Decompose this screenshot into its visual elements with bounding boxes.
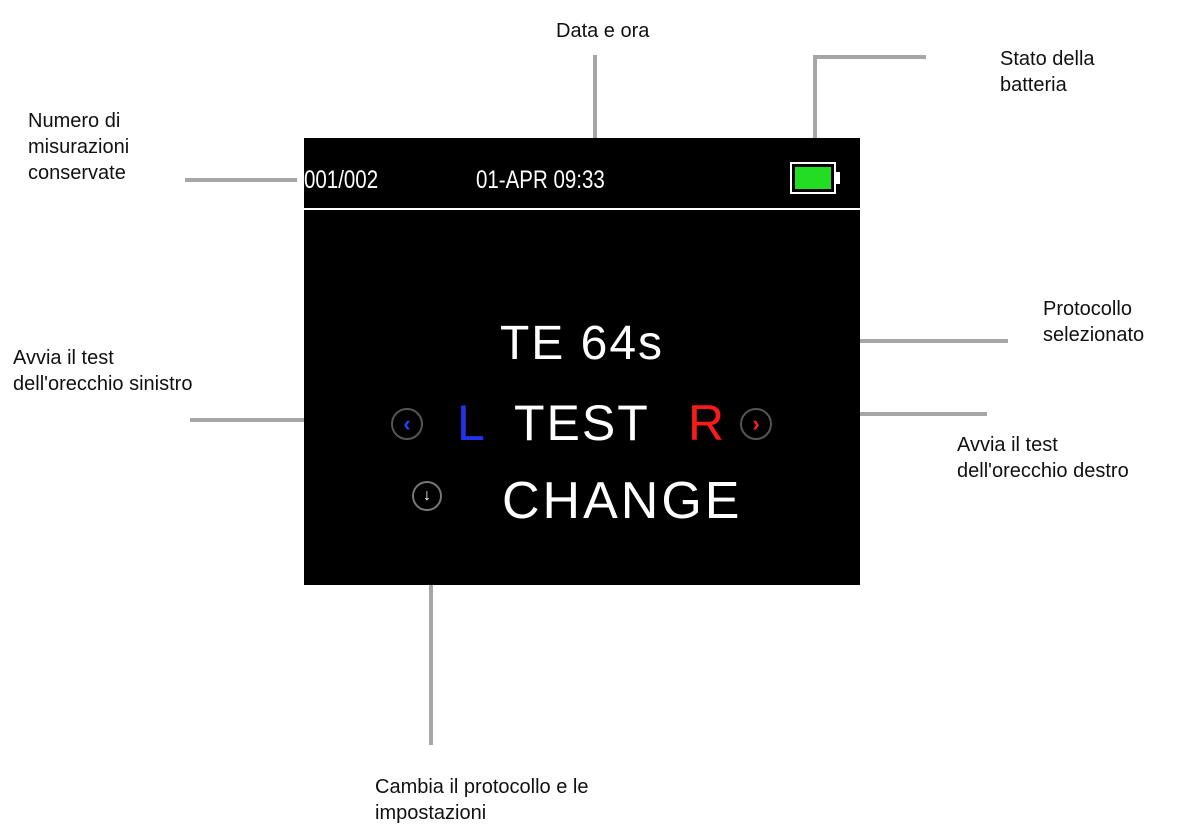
test-label: TEST: [514, 395, 650, 451]
date-time-display: 01-APR 09:33: [476, 166, 605, 194]
callout-change-line-2: impostazioni: [375, 802, 487, 824]
chevron-right-icon[interactable]: ›: [740, 408, 772, 440]
chevron-left-icon[interactable]: ‹: [391, 408, 423, 440]
callout-right-test: Avvia il test dell'orecchio destro: [957, 432, 1129, 484]
chevron-down-icon[interactable]: ↓: [412, 481, 442, 511]
battery-icon: [790, 162, 836, 194]
callout-line-battery-h: [813, 55, 926, 59]
callout-date-time: Data e ora: [556, 20, 650, 42]
change-row: ↓ CHANGE: [304, 471, 860, 531]
callout-battery: Stato della batteria: [1000, 46, 1095, 98]
callout-protocol-line-1: Protocollo: [1043, 298, 1132, 320]
callout-line-protocol: [720, 339, 1008, 343]
callout-protocol-line-2: selezionato: [1043, 324, 1145, 346]
callout-line-right-test: [812, 412, 987, 416]
battery-fill: [795, 167, 831, 189]
callout-left-test: Avvia il test dell'orecchio sinistro: [13, 345, 192, 397]
left-ear-label[interactable]: L: [457, 395, 485, 451]
callout-line-battery-v: [813, 55, 817, 147]
callout-change: Cambia il protocollo e le impostazioni: [375, 774, 588, 826]
callout-line-datetime: [593, 55, 597, 145]
battery-tip: [836, 172, 840, 184]
change-label[interactable]: CHANGE: [502, 472, 743, 530]
callout-line-left-test: [190, 418, 360, 422]
test-row: ‹ L TEST R ›: [304, 394, 860, 454]
callout-stored: Numero di misurazioni conservate: [28, 108, 129, 186]
callout-battery-line-1: Stato della: [1000, 48, 1095, 70]
callout-protocol: Protocollo selezionato: [1043, 296, 1144, 348]
callout-change-line-1: Cambia il protocollo e le: [375, 776, 589, 798]
callout-stored-line-2: misurazioni: [28, 136, 130, 158]
callout-right-test-line-2: dell'orecchio destro: [957, 460, 1129, 482]
callout-left-test-line-2: dell'orecchio sinistro: [13, 373, 193, 395]
callout-right-test-line-1: Avvia il test: [957, 434, 1058, 456]
device-screen: 001/002 01-APR 09:33 TE 64s ‹ L TEST R ›…: [304, 138, 860, 585]
callout-line-change: [429, 532, 433, 745]
selected-protocol: TE 64s: [499, 317, 665, 370]
callout-line-stored: [185, 178, 297, 182]
callout-stored-line-3: conservate: [28, 162, 126, 184]
stored-measurements-count: 001/002: [304, 166, 379, 194]
header-divider: [304, 208, 860, 210]
callout-stored-line-1: Numero di: [28, 110, 121, 132]
callout-left-test-line-1: Avvia il test: [13, 347, 114, 369]
callout-battery-line-2: batteria: [1000, 74, 1067, 96]
right-ear-label[interactable]: R: [688, 395, 725, 451]
